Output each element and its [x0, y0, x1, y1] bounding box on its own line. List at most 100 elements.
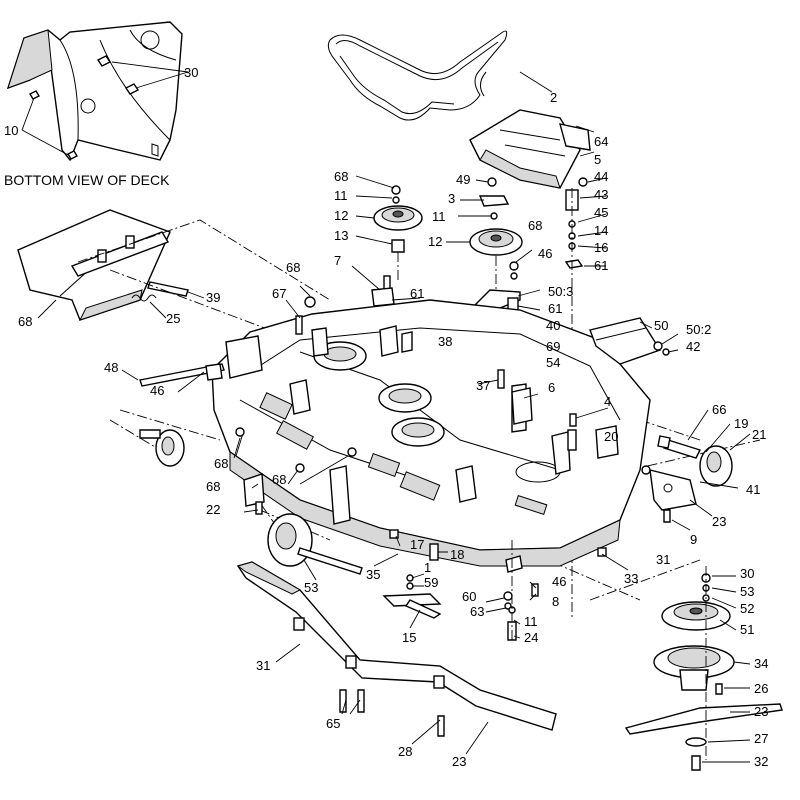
callout-59: 35: [366, 567, 380, 582]
callout-25: 50: [654, 318, 668, 333]
callout-8: 63: [470, 604, 484, 619]
front-rod: [121, 363, 225, 393]
callout-46: 54: [546, 355, 560, 370]
callout-68: 68: [528, 218, 542, 233]
callout-1: 31: [656, 552, 670, 567]
rear-bracket: [589, 317, 679, 365]
callout-68: 68: [214, 456, 228, 471]
callout-23: 28: [398, 744, 412, 759]
callout-16: 16: [594, 240, 608, 255]
callout-53: 46: [552, 574, 566, 589]
callout-42: 38: [438, 334, 452, 349]
callout-6: 37: [476, 378, 490, 393]
callout-33: 53: [304, 580, 318, 595]
right-wheel-bracket: [649, 469, 739, 531]
callout-46: 60: [462, 589, 476, 604]
bottom-view-inset: [6, 21, 189, 162]
callout-38: 68: [18, 314, 32, 329]
callout-24: 51: [740, 622, 754, 637]
callout-5: 5: [594, 152, 601, 167]
skid-rail: [236, 561, 557, 755]
callout-68: 20: [604, 429, 618, 444]
drive-belt: [327, 30, 553, 121]
callout-14: 14: [594, 223, 608, 238]
anti-scalp-wheel-front: [267, 513, 363, 581]
callout-68: 68: [286, 260, 300, 275]
callout-2: 2: [550, 90, 557, 105]
callout-37: 46: [150, 383, 164, 398]
callout-61: 61: [594, 258, 608, 273]
callout-43: 43: [594, 187, 608, 202]
callout-53: 59: [424, 575, 438, 590]
misc-hardware: [233, 265, 651, 571]
pulley-left: [355, 175, 423, 280]
callout-65: 26: [754, 681, 768, 696]
callout-17: 9: [690, 532, 697, 547]
callout-4: 6: [548, 380, 555, 395]
callout-61: 61: [410, 286, 424, 301]
callout-15: 11: [524, 614, 538, 629]
baffle-bracket: [382, 573, 442, 629]
center-hardware: [373, 529, 539, 641]
callout-21: 19: [734, 416, 748, 431]
callout-39: 39: [206, 290, 220, 305]
anti-scalp-wheel-right: [657, 409, 751, 487]
callout-12: 12: [428, 234, 442, 249]
callout-63: 53: [740, 584, 754, 599]
callout-54: 48: [104, 360, 118, 375]
callout-34: 31: [256, 658, 270, 673]
callout-66: 4: [604, 394, 611, 409]
spindle-assembly: [624, 566, 783, 771]
callout-46: 46: [538, 246, 552, 261]
callout-51: 15: [402, 630, 416, 645]
callout-50: 61: [548, 301, 562, 316]
callout-44: 44: [594, 169, 608, 184]
callout-41: 68: [206, 479, 220, 494]
callout-13: 13: [334, 228, 348, 243]
callout-11: 11: [432, 209, 446, 224]
callout-49: 49: [456, 172, 470, 187]
callout-18: 17: [410, 537, 424, 552]
callout-3: 3: [448, 191, 455, 206]
callout-64: 64: [594, 134, 608, 149]
bottom-view-caption: BOTTOM VIEW OF DECK: [4, 172, 170, 188]
callout-23: 65: [326, 716, 340, 731]
callout-11: 11: [334, 188, 348, 203]
pulley-center: [446, 177, 523, 360]
callout-7: 7: [334, 253, 341, 268]
callout-10: 10: [4, 123, 18, 138]
callout-30: 30: [184, 65, 198, 80]
mower-deck-shell: [211, 299, 651, 567]
callout-22: 41: [746, 482, 760, 497]
callout-32: 23: [452, 754, 466, 769]
callout-27: 23: [754, 704, 768, 719]
callout-67: 67: [272, 286, 286, 301]
callout-50-2: 40: [546, 318, 560, 333]
callout-28: 27: [754, 731, 768, 746]
callout-68: 68: [272, 472, 286, 487]
callout-60: 30: [740, 566, 754, 581]
callout-19: 66: [712, 402, 726, 417]
callout-35: 1: [424, 560, 431, 575]
callout-12: 12: [334, 208, 348, 223]
belt-cover: [469, 109, 595, 189]
callout-48: 69: [546, 339, 560, 354]
discharge-chute: [17, 209, 171, 321]
callout-52: 8: [552, 594, 559, 609]
callout-23: 22: [206, 502, 220, 517]
callout-9: 23: [712, 514, 726, 529]
callout-20: 21: [752, 427, 766, 442]
callout-40: 25: [166, 311, 180, 326]
callout-68: 68: [334, 169, 348, 184]
callout-31: 18: [450, 547, 464, 562]
callout-69: 42: [686, 339, 700, 354]
callout-31: 24: [524, 630, 538, 645]
callout-29: 32: [754, 754, 768, 769]
callout-labels: BOTTOM VIEW OF DECK 30 10 2 64 5 68 49 4…: [4, 65, 768, 769]
callout-68: 50:2: [686, 322, 711, 337]
chute-rod-and-spring: [131, 281, 205, 319]
callout-11: 52: [740, 601, 754, 616]
callout-26: 34: [754, 656, 768, 671]
